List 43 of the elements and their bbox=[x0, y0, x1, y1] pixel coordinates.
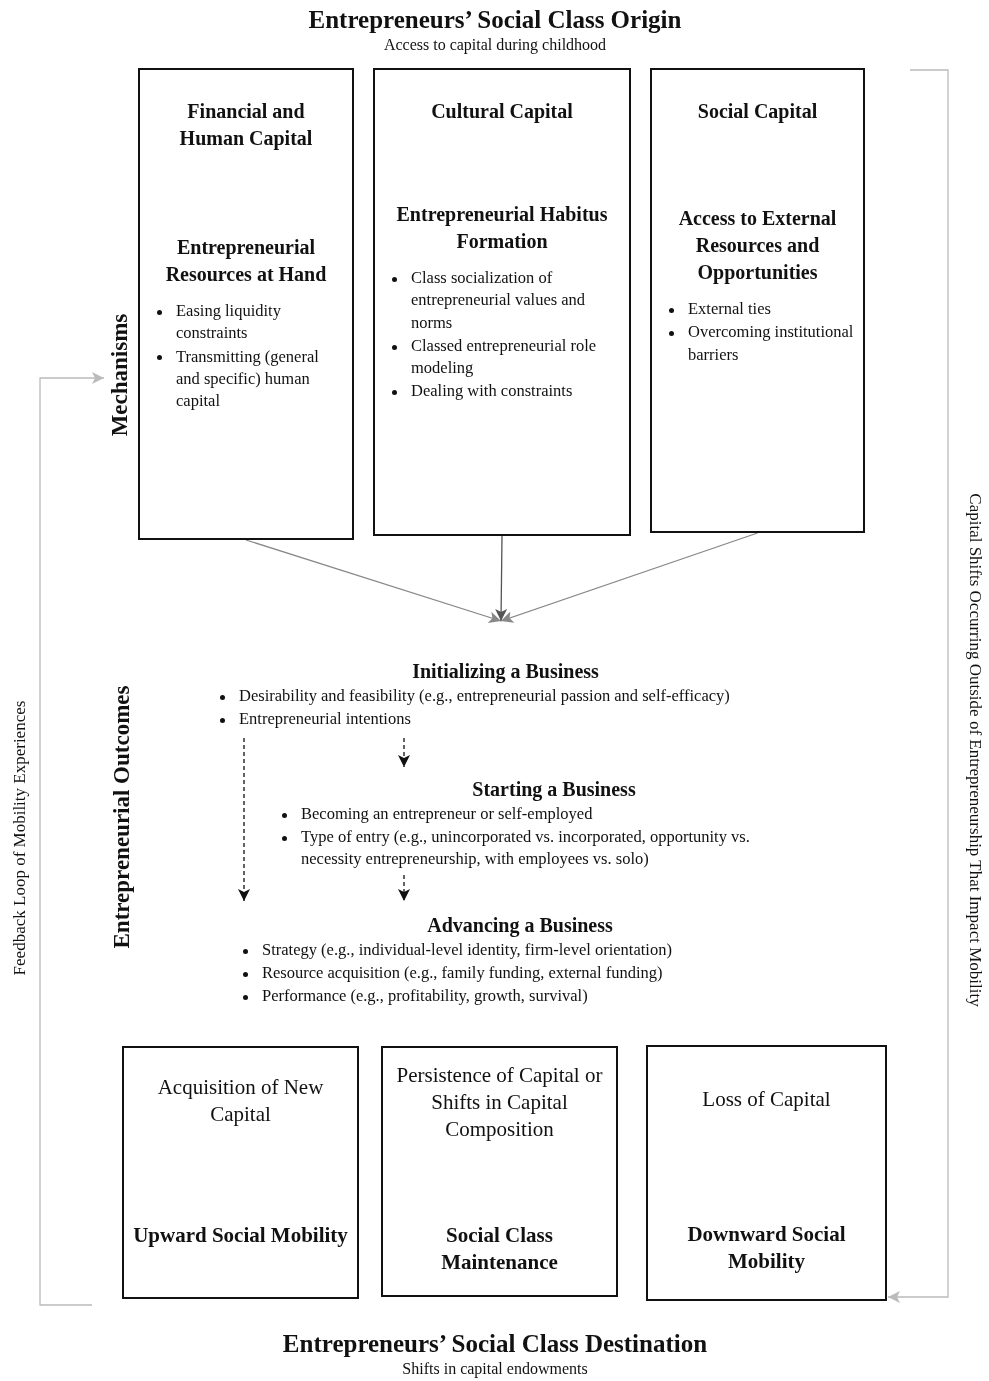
stage-heading: Advancing a Business bbox=[426, 913, 614, 938]
bullet-item: Becoming an entrepreneur or self-employed bbox=[301, 804, 593, 823]
subtitle: Shifts in capital endowments bbox=[401, 1360, 589, 1378]
mechanism-heading: Entrepreneurial Resources at Hand bbox=[164, 235, 328, 287]
edge-label: Feedback Loop of Mobility Experiences bbox=[9, 699, 30, 978]
mechanism-heading: Access to External Resources and Opportunities bbox=[677, 206, 838, 286]
heading: Entrepreneurs’ Social Class Origin bbox=[307, 5, 683, 35]
section-heading: Mechanisms bbox=[105, 295, 135, 455]
bullet-item: Entrepreneurial intentions bbox=[239, 709, 411, 728]
bullet-item: External ties bbox=[688, 299, 771, 318]
mobility-outcome: Downward Social Mobility bbox=[686, 1221, 847, 1275]
bullet-item: Transmitting (general and specific) human capital bbox=[176, 346, 319, 411]
capital-outcome: Loss of Capital bbox=[701, 1086, 832, 1113]
heading: Entrepreneurs’ Social Class Destination bbox=[281, 1329, 709, 1359]
subtitle: Access to capital during childhood bbox=[382, 36, 608, 54]
mobility-outcome: Upward Social Mobility bbox=[132, 1222, 349, 1249]
content-box bbox=[381, 1046, 618, 1297]
mobility-outcome: Social Class Maintenance bbox=[440, 1222, 559, 1276]
bullet-item: Performance (e.g., profitability, growth, survival) bbox=[262, 986, 588, 1005]
stage-heading: Initializing a Business bbox=[411, 659, 600, 684]
bullet-item: Strategy (e.g., individual-level identity, firm-level orientation) bbox=[262, 940, 672, 959]
content-box bbox=[138, 68, 354, 540]
bullet-item: Classed entrepreneurial role modeling bbox=[411, 335, 597, 378]
bullet-item: Resource acquisition (e.g., family funding, external funding) bbox=[262, 963, 663, 982]
mechanism-heading: Entrepreneurial Habitus Formation bbox=[395, 202, 609, 254]
bullet-item: Class socialization of entrepreneurial values and norms bbox=[411, 268, 586, 332]
capital-outcome: Persistence of Capital or Shifts in Capital Composition bbox=[395, 1062, 604, 1143]
edge-label: Capital Shifts Occurring Outside of Entrepreneurship That Impact Mobility bbox=[965, 492, 986, 1009]
content-box bbox=[373, 68, 631, 536]
capital-heading: Cultural Capital bbox=[430, 99, 574, 125]
bullet-item: Dealing with constraints bbox=[411, 381, 573, 401]
bullet-item: Type of entry (e.g., unincorporated vs. incorporated, opportunity vs. necessity entrepreneurship, with employees vs. solo) bbox=[301, 827, 750, 868]
bullet-item: Easing liquidity constraints bbox=[176, 301, 281, 343]
stage-heading: Starting a Business bbox=[471, 777, 637, 802]
capital-heading: Financial and Human Capital bbox=[178, 99, 314, 152]
capital-heading: Social Capital bbox=[696, 99, 819, 125]
section-heading: Entrepreneurial Outcomes bbox=[108, 684, 135, 951]
bullet-item: Overcoming institutional barriers bbox=[688, 322, 854, 364]
content-box bbox=[650, 68, 865, 533]
content-box bbox=[122, 1046, 359, 1299]
content-box bbox=[646, 1045, 887, 1301]
capital-outcome: Acquisition of New Capital bbox=[156, 1074, 325, 1128]
bullet-item: Desirability and feasibility (e.g., entrepreneurial passion and self-efficacy) bbox=[239, 686, 730, 705]
